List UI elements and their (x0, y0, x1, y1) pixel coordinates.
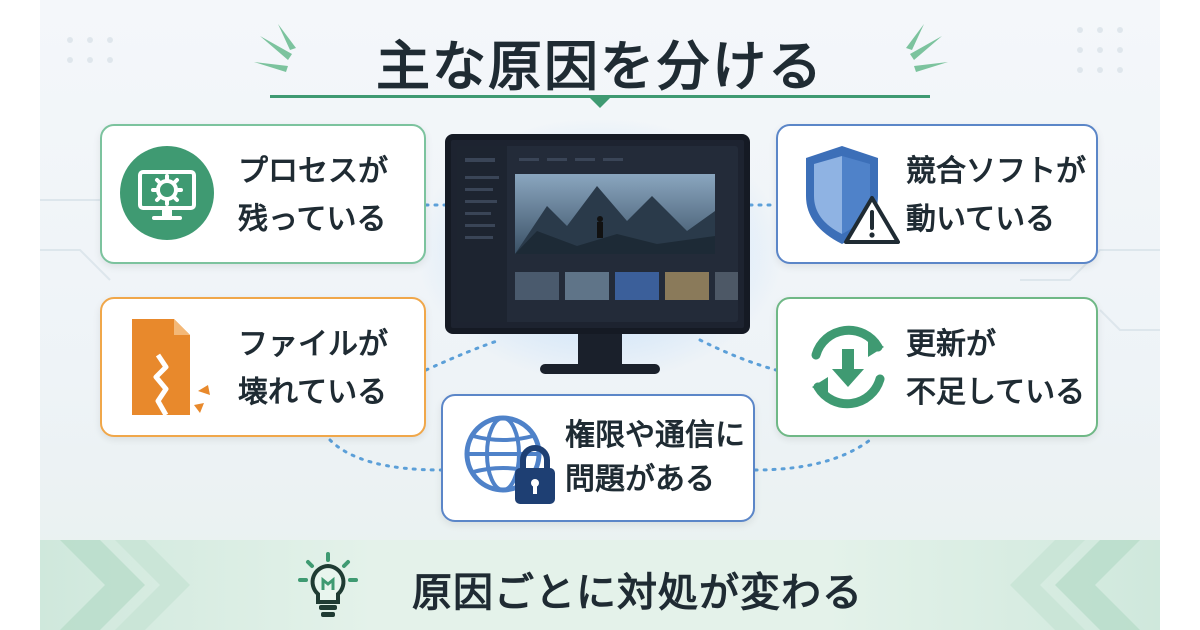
cause-card-broken-file: ファイルが 壊れている (100, 297, 426, 437)
monitor-icon (445, 134, 750, 334)
cause-line1: 権限や通信に (565, 418, 745, 453)
left-margin (0, 0, 40, 630)
cause-line2: 動いている (906, 202, 1056, 237)
footer-text: 原因ごとに対処が変わる (412, 570, 863, 616)
chevron-left-decoration (60, 540, 190, 630)
cause-card-update: 更新が 不足している (776, 297, 1098, 437)
cause-line1: 更新が (906, 327, 996, 362)
title-notch (588, 96, 612, 108)
cause-line1: プロセスが (238, 154, 388, 189)
monitor-stand-base (540, 364, 660, 374)
screen-content (457, 146, 738, 322)
cause-line2: 残っている (238, 202, 387, 237)
sparkle-right-icon (906, 24, 948, 72)
cause-line1: ファイルが (238, 327, 388, 362)
right-margin (1160, 0, 1200, 630)
cause-line2: 不足している (906, 375, 1086, 410)
cause-line2: 問題がある (565, 462, 715, 497)
monitor-gear-icon (120, 146, 214, 240)
broken-file-icon (132, 319, 210, 417)
lightbulb-icon (298, 552, 358, 617)
sparkle-left-icon (254, 24, 296, 72)
cause-card-permission: 権限や通信に 問題がある (441, 394, 755, 522)
chevron-right-decoration (1010, 540, 1140, 630)
footer-band (40, 540, 1160, 630)
monitor-screen (457, 146, 738, 322)
update-download-icon (811, 325, 885, 409)
cause-line1: 競合ソフトが (906, 154, 1086, 189)
cause-card-process: プロセスが 残っている (100, 124, 426, 264)
cause-card-conflict: 競合ソフトが 動いている (776, 124, 1098, 264)
shield-warning-icon (806, 146, 900, 244)
cause-line2: 壊れている (238, 375, 388, 410)
page-title: 主な原因を分ける (376, 35, 824, 98)
monitor-stand-neck (578, 334, 622, 366)
globe-lock-icon (464, 415, 555, 504)
